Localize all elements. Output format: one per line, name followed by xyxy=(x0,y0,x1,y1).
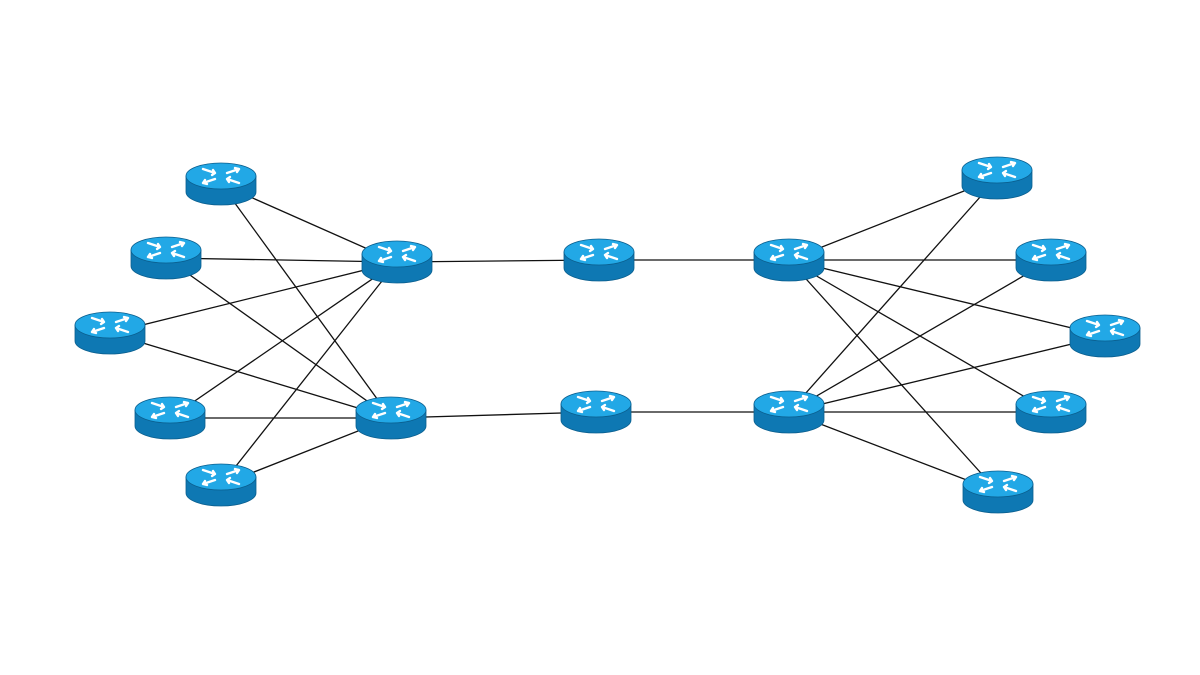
router-icon[interactable] xyxy=(1069,314,1141,358)
link-L4-LA xyxy=(169,261,398,419)
link-L1-LB xyxy=(220,183,392,419)
router-icon[interactable] xyxy=(753,390,825,434)
router-top xyxy=(185,162,257,190)
router-icon[interactable] xyxy=(1015,238,1087,282)
router-icon[interactable] xyxy=(753,238,825,282)
router-top xyxy=(961,156,1033,184)
router-top xyxy=(563,238,635,266)
router-top xyxy=(1015,390,1087,418)
links-layer xyxy=(109,177,1106,493)
link-RB-R5 xyxy=(788,411,999,493)
link-RB-R1 xyxy=(788,177,998,413)
router-icon[interactable] xyxy=(185,463,257,507)
link-RA-R3 xyxy=(788,259,1106,337)
link-L3-LA xyxy=(109,261,398,334)
router-icon[interactable] xyxy=(563,238,635,282)
router-icon[interactable] xyxy=(961,156,1033,200)
router-icon[interactable] xyxy=(962,470,1034,514)
router-icon[interactable] xyxy=(361,240,433,284)
link-L2-LA xyxy=(165,257,398,263)
router-icon[interactable] xyxy=(1015,390,1087,434)
router-top xyxy=(1069,314,1141,342)
router-icon[interactable] xyxy=(355,396,427,440)
router-icon[interactable] xyxy=(134,396,206,440)
link-L3-LB xyxy=(109,332,392,419)
link-L5-LA xyxy=(220,261,398,486)
router-top xyxy=(355,396,427,424)
router-icon[interactable] xyxy=(74,311,146,355)
link-RB-R3 xyxy=(788,335,1106,413)
link-RB-R2 xyxy=(788,259,1052,413)
router-top xyxy=(185,463,257,491)
router-icon[interactable] xyxy=(185,162,257,206)
router-top xyxy=(74,311,146,339)
link-RA-R5 xyxy=(788,259,999,493)
router-icon[interactable] xyxy=(560,390,632,434)
link-RA-R1 xyxy=(788,177,998,261)
router-top xyxy=(1015,238,1087,266)
router-top xyxy=(962,470,1034,498)
router-top xyxy=(130,236,202,264)
link-L2-LB xyxy=(165,257,392,419)
nodes-layer xyxy=(74,156,1141,514)
router-top xyxy=(361,240,433,268)
router-top xyxy=(134,396,206,424)
router-top xyxy=(753,238,825,266)
router-top xyxy=(560,390,632,418)
router-icon[interactable] xyxy=(130,236,202,280)
router-top xyxy=(753,390,825,418)
